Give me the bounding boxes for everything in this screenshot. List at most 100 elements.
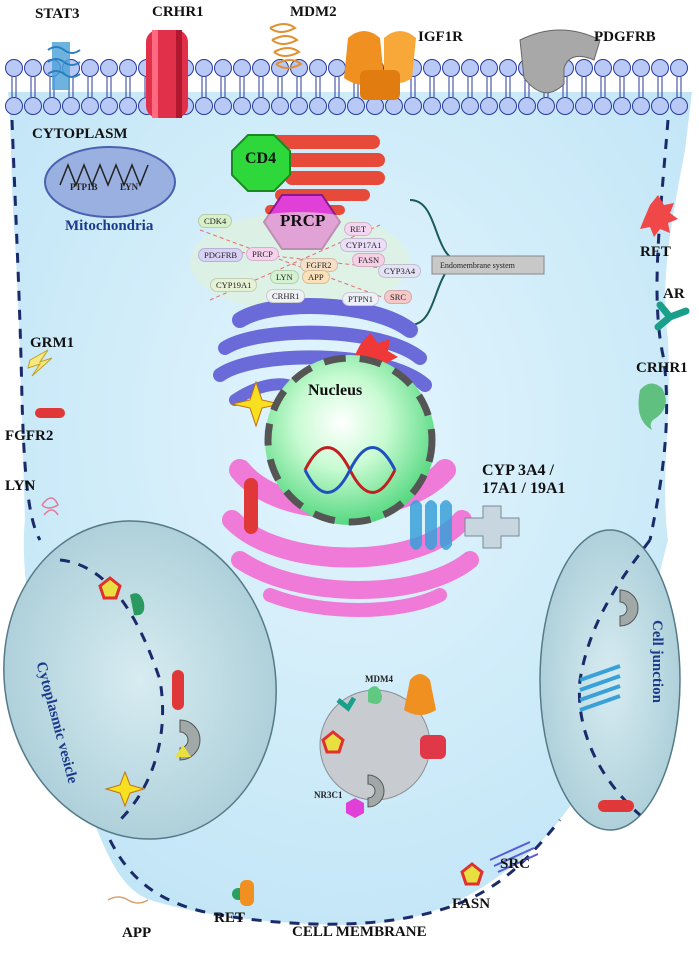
lipid-tail bbox=[315, 77, 321, 97]
mdm4-label: MDM4 bbox=[365, 674, 393, 684]
lipid-head bbox=[119, 59, 137, 77]
lipid-head bbox=[81, 97, 99, 115]
lipid-head bbox=[632, 59, 650, 77]
nucleus-icon bbox=[265, 355, 435, 525]
lipid-tail bbox=[11, 77, 17, 97]
fgfr2-icon bbox=[35, 408, 65, 418]
lipid-head bbox=[651, 97, 669, 115]
lipid-head bbox=[480, 59, 498, 77]
er-tag: CDK4 bbox=[198, 214, 233, 228]
cyp-complex-icon bbox=[410, 500, 520, 550]
lipid-tail bbox=[258, 77, 264, 97]
grm1-icon bbox=[27, 349, 53, 377]
lipid-head bbox=[404, 97, 422, 115]
lipid-head bbox=[499, 59, 517, 77]
mdm2-label: MDM2 bbox=[290, 4, 337, 20]
crhr1-right-icon bbox=[638, 383, 666, 430]
lipid-head bbox=[119, 97, 137, 115]
lyn-icon bbox=[41, 497, 59, 516]
grm1-label: GRM1 bbox=[30, 335, 75, 351]
lipid-head bbox=[81, 59, 99, 77]
ptp1b-label: PTP1B bbox=[70, 182, 98, 192]
lipid-head bbox=[309, 59, 327, 77]
er-tag: PDGFRB bbox=[198, 248, 244, 262]
lipid-tail bbox=[239, 77, 245, 97]
lipid-head bbox=[233, 59, 251, 77]
lipid-tail bbox=[87, 77, 93, 97]
lipid-head bbox=[252, 59, 270, 77]
lipid-tail bbox=[429, 77, 435, 97]
lipid-head bbox=[461, 59, 479, 77]
lipid-head bbox=[195, 97, 213, 115]
lipid-head bbox=[613, 97, 631, 115]
er-tag: APP bbox=[302, 270, 330, 284]
lipid-head bbox=[24, 59, 42, 77]
ret-right-label: RET bbox=[640, 244, 671, 260]
crhr1-label: CRHR1 bbox=[152, 4, 204, 20]
cd4-label: CD4 bbox=[245, 150, 277, 167]
lipid-head bbox=[252, 97, 270, 115]
cytoplasm-label: CYTOPLASM bbox=[32, 126, 128, 142]
lipid-tail bbox=[486, 77, 492, 97]
fasn-icon bbox=[460, 862, 484, 886]
lipid-head bbox=[537, 97, 555, 115]
lipid-tail bbox=[106, 77, 112, 97]
er-tag: FGFR2 bbox=[300, 258, 338, 272]
lipid-head bbox=[556, 97, 574, 115]
lipid-head bbox=[499, 97, 517, 115]
lipid-head bbox=[575, 59, 593, 77]
lipid-head bbox=[385, 97, 403, 115]
lipid-head bbox=[214, 59, 232, 77]
lipid-head bbox=[423, 59, 441, 77]
lipid-head bbox=[195, 59, 213, 77]
lipid-tail bbox=[201, 77, 207, 97]
lipid-head bbox=[575, 97, 593, 115]
lipid-tail bbox=[619, 77, 625, 97]
cytoplasmic-vesicle-icon bbox=[3, 520, 277, 840]
cell-membrane-label: CELL MEMBRANE bbox=[292, 924, 427, 940]
golgi-blue-stacks bbox=[213, 298, 432, 406]
lipid-head bbox=[651, 59, 669, 77]
lipid-head bbox=[5, 59, 23, 77]
lipid-head bbox=[233, 97, 251, 115]
pdgfrb-label: PDGFRB bbox=[594, 29, 656, 45]
cell-junction-label: Cell junction bbox=[649, 620, 665, 703]
lipid-tail bbox=[657, 77, 663, 97]
lipid-head bbox=[594, 59, 612, 77]
er-tag: SRC bbox=[384, 290, 413, 304]
lipid-head bbox=[347, 97, 365, 115]
er-tag: CRHR1 bbox=[266, 289, 306, 303]
lipid-tail bbox=[125, 77, 131, 97]
mito-lyn-label: LYN bbox=[120, 182, 139, 192]
lipid-head bbox=[5, 97, 23, 115]
lipid-tail bbox=[410, 77, 416, 97]
lipid-head bbox=[24, 97, 42, 115]
endomembrane-label: Endomembrane system bbox=[440, 261, 515, 270]
lipid-tail bbox=[277, 77, 283, 97]
mdm2-receptor-icon bbox=[269, 23, 303, 69]
nr3c1-label: NR3C1 bbox=[314, 790, 343, 800]
ret-splat-icon bbox=[640, 195, 678, 237]
lipid-head bbox=[423, 97, 441, 115]
nucleus-label: Nucleus bbox=[308, 382, 363, 399]
lipid-head bbox=[328, 59, 346, 77]
ret-bottom-icon bbox=[232, 880, 254, 906]
lipid-tail bbox=[220, 77, 226, 97]
er-tag: PTPN1 bbox=[342, 292, 380, 306]
lipid-tail bbox=[581, 77, 587, 97]
lipid-tail bbox=[676, 77, 682, 97]
stat3-receptor-icon bbox=[47, 42, 81, 90]
lipid-head bbox=[594, 97, 612, 115]
app-label: APP bbox=[122, 925, 152, 941]
lipid-head bbox=[442, 59, 460, 77]
lipid-tail bbox=[505, 77, 511, 97]
lipid-tail bbox=[448, 77, 454, 97]
fgfr2-label: FGFR2 bbox=[5, 428, 54, 444]
lipid-head bbox=[480, 97, 498, 115]
lipid-head bbox=[613, 59, 631, 77]
lipid-head bbox=[442, 97, 460, 115]
lipid-head bbox=[214, 97, 232, 115]
ret-bottom-label: RET bbox=[214, 910, 245, 926]
lipid-head bbox=[366, 97, 384, 115]
